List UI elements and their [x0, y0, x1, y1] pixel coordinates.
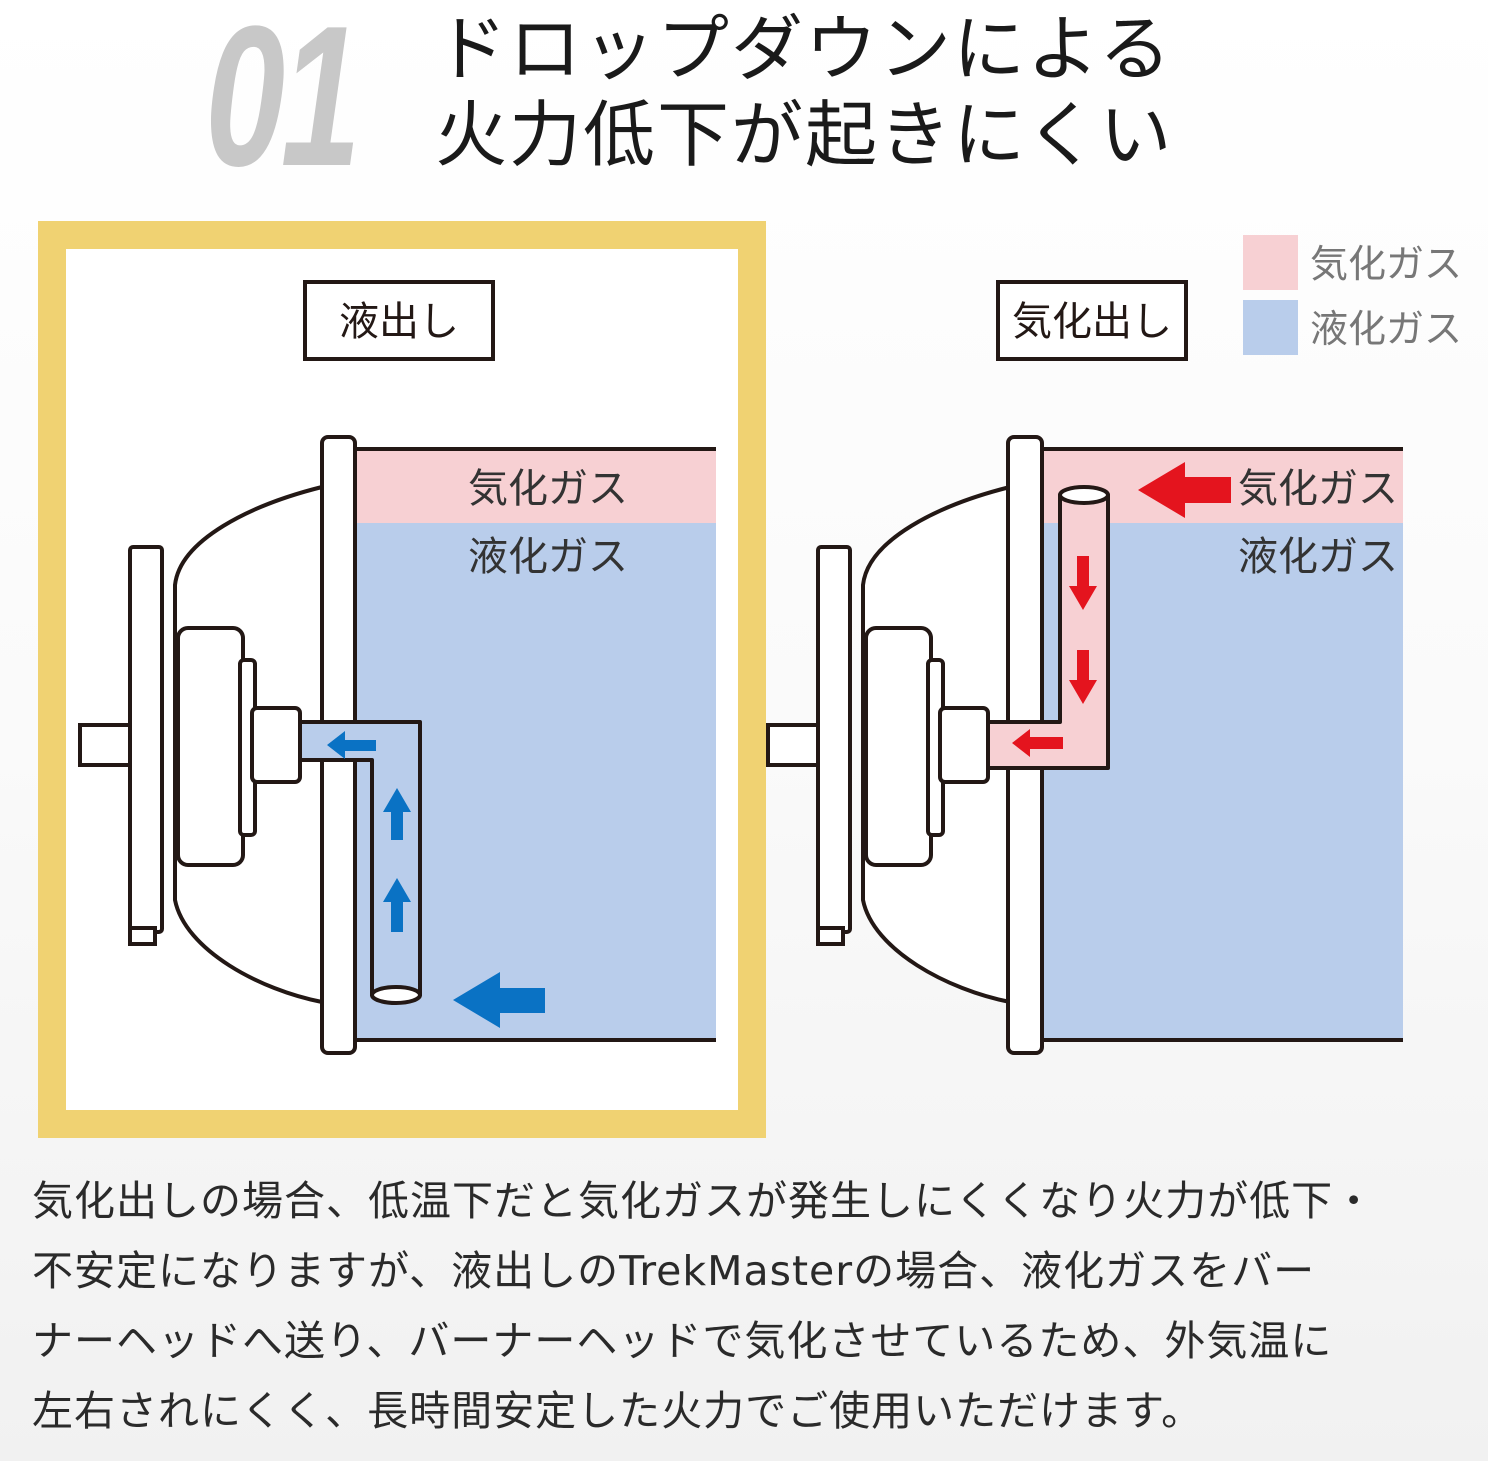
page-title: ドロップダウンによる 火力低下が起きにくい — [435, 6, 1174, 178]
description-line: ナーヘッドへ送り、バーナーヘッドで気化させているため、外気温に — [32, 1317, 1333, 1365]
burner-head — [766, 485, 1012, 1004]
arrow-down-icon — [1069, 556, 1097, 610]
arrow-left-large-icon — [1138, 462, 1231, 518]
arrow-left-icon — [1012, 729, 1063, 757]
description-line: 気化出しの場合、低温下だと気化ガスが発生しにくくなり火力が低下・ — [32, 1177, 1376, 1225]
arrow-up-icon — [383, 878, 411, 932]
flow-arrows — [1012, 462, 1231, 757]
liquid-text: 液化ガス — [468, 534, 628, 580]
vapor-layer — [355, 449, 716, 523]
arrow-left-icon — [327, 731, 376, 759]
legend-label-liquid: 液化ガス — [1310, 307, 1462, 351]
panel-label: 気化出し — [1012, 299, 1172, 345]
description-line: 不安定になりますが、液出しのTrekMasterの場合、液化ガスをバー — [32, 1247, 1316, 1295]
description-line: 左右されにくく、長時間安定した火力でご使用いただけます。 — [32, 1387, 1204, 1435]
left-panel-liquid-feed: 液出し 気化ガス 液化ガス — [38, 221, 766, 1138]
liquid-text: 液化ガス — [1238, 534, 1398, 580]
label-box — [996, 280, 1188, 361]
title-line-1: ドロップダウンによる — [435, 7, 1173, 91]
arrow-down-icon — [1069, 650, 1097, 704]
description-text: 気化出しの場合、低温下だと気化ガスが発生しにくくなり火力が低下・ 不安定になりま… — [32, 1166, 1482, 1446]
arrow-left-large-icon — [453, 972, 545, 1028]
label-box — [303, 280, 495, 361]
vapor-text: 気化ガス — [468, 466, 628, 512]
arrow-up-icon — [383, 788, 411, 840]
right-panel-vapor-feed: 気化出し 気化ガス 液化ガス — [766, 280, 1403, 1055]
legend: 気化ガス 液化ガス — [1243, 235, 1462, 355]
title-line-2: 火力低下が起きにくい — [435, 93, 1174, 177]
flow-arrows — [327, 731, 545, 1028]
section-number: 01 — [205, 0, 361, 208]
legend-swatch-liquid — [1243, 300, 1298, 355]
panel-label: 液出し — [339, 299, 459, 345]
vapor-text: 気化ガス — [1238, 466, 1398, 512]
legend-swatch-vapor — [1243, 235, 1298, 290]
legend-label-vapor: 気化ガス — [1310, 242, 1462, 286]
